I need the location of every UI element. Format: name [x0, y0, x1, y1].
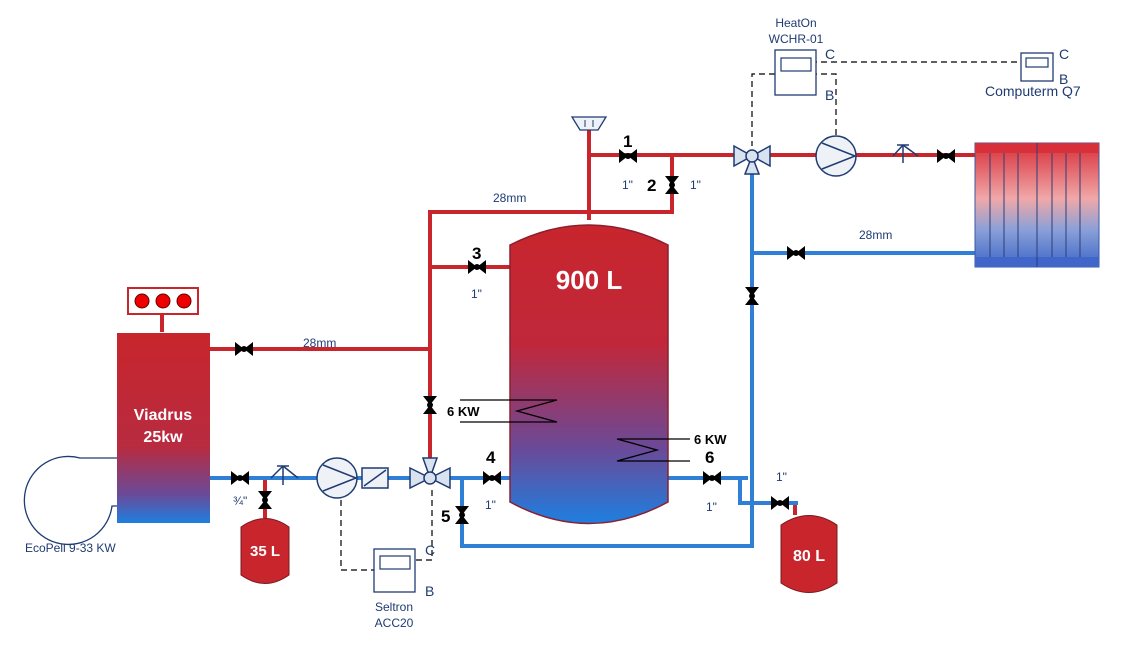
valve-2-size: 1" — [690, 178, 701, 192]
valve-2-number: 2 — [647, 176, 656, 195]
seltron-terminal-c: C — [425, 542, 435, 558]
radiator — [974, 142, 1100, 268]
pump-bottom — [316, 457, 359, 499]
heaton-terminal-b: B — [825, 87, 834, 103]
seltron-terminal-b: B — [425, 583, 434, 599]
pipe-label-radiator-return: 28mm — [859, 228, 892, 242]
valve-6-number: 6 — [705, 448, 714, 467]
valve-1 — [619, 149, 637, 163]
computerm-thermostat — [1020, 52, 1054, 82]
heaton-label-line1: HeatOn — [775, 16, 816, 30]
expansion-vessel-large: 80 L — [780, 515, 838, 593]
valve-1-number: 1 — [623, 132, 632, 151]
valve-3-size: 1" — [471, 287, 482, 301]
valve-radiator-supply — [937, 149, 955, 163]
valve-2 — [665, 176, 679, 194]
buffer-tank: 900 L — [460, 224, 690, 525]
pump-top — [815, 135, 858, 177]
valve-return-vertical — [745, 287, 759, 305]
heaton-terminal-c: C — [825, 46, 835, 62]
valve-boiler-return — [231, 471, 249, 485]
computerm-terminal-c: C — [1059, 46, 1069, 62]
expansion-vessel-small: 35 L — [240, 518, 290, 584]
computerm-terminal-b: B — [1059, 71, 1068, 87]
air-vent — [570, 116, 608, 131]
heater-bottom-label: 6 KW — [694, 432, 727, 447]
heater-top-label: 6 KW — [447, 404, 480, 419]
valve-5-number: 5 — [441, 507, 450, 526]
heaton-controller — [774, 49, 817, 96]
valve-6 — [703, 471, 721, 485]
valve-4-number: 4 — [486, 448, 496, 467]
valve-radiator-return — [787, 246, 805, 260]
seltron-label-line2: ACC20 — [375, 616, 414, 630]
check-valve-top — [892, 144, 919, 163]
valve-35l — [258, 491, 272, 509]
valve-vertical-hot — [423, 396, 437, 414]
seltron-controller — [373, 548, 416, 593]
boiler-indicator-panel — [127, 287, 199, 315]
boiler: Viadrus 25kw — [117, 333, 210, 523]
valve-6-size: 1" — [706, 500, 717, 514]
computerm-label: Computerm Q7 — [985, 83, 1081, 99]
valve-boiler-hot — [235, 342, 253, 356]
strainer-filter — [361, 467, 389, 489]
valve-3-number: 3 — [472, 244, 481, 263]
control-wires — [340, 61, 1022, 571]
pipe-label-boiler-hot: 28mm — [303, 336, 336, 350]
tank-label: 900 L — [556, 265, 623, 295]
valve-5 — [455, 506, 469, 524]
boiler-label-line1: Viadrus — [134, 407, 193, 424]
mixing-valve-top — [733, 144, 771, 175]
pipe-label-top-hot: 28mm — [493, 191, 526, 205]
mixing-valve-bottom — [409, 457, 451, 490]
boiler-label-line2: 25kw — [143, 429, 183, 446]
expansion-small-label: 35 L — [250, 543, 280, 560]
valve-4-size: 1" — [485, 498, 496, 512]
valve-80l — [771, 496, 789, 510]
seltron-label-line1: Seltron — [375, 600, 413, 614]
valve-4 — [483, 471, 501, 485]
pellet-burner — [23, 455, 117, 546]
valve-1-size: 1" — [622, 178, 633, 192]
expansion-large-label: 80 L — [793, 548, 825, 565]
valve-80l-size: 1" — [776, 470, 787, 484]
burner-label: EcoPell 9-33 KW — [25, 541, 116, 555]
heater-coil-bottom — [616, 438, 690, 462]
heaton-label-line2: WCHR-01 — [769, 32, 824, 46]
cold-pipe-80l-branch — [738, 478, 798, 505]
valve-35l-size: ¾" — [233, 494, 247, 508]
check-valve-bottom — [270, 465, 299, 485]
heater-coil-top — [460, 399, 558, 423]
